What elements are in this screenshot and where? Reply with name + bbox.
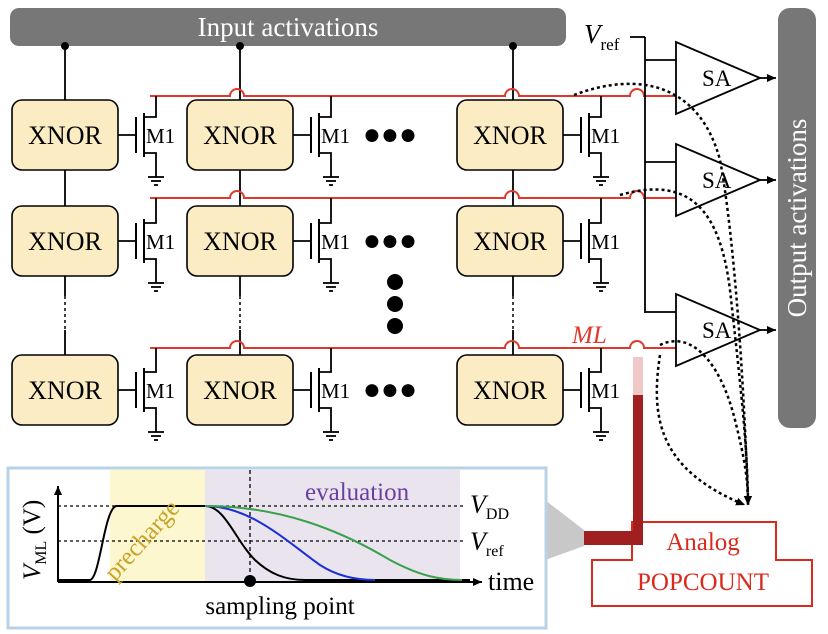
- vdd-label: VDD: [470, 490, 509, 523]
- sense-amplifier: SA: [645, 142, 776, 218]
- column-ellipsis: ●●●: [363, 118, 417, 151]
- cam-cell: XNOR M1: [186, 348, 350, 441]
- waveform-inset: precharge evaluation VDD Vref time sampl…: [6, 466, 548, 630]
- xnor-label: XNOR: [28, 227, 102, 256]
- transistor-label: M1: [321, 379, 350, 403]
- transistor-label: M1: [146, 230, 175, 254]
- cam-cell: XNOR M1: [456, 96, 620, 186]
- match-line-label: ML: [571, 322, 607, 349]
- transistor-label: M1: [146, 379, 175, 403]
- xnor-label: XNOR: [473, 227, 547, 256]
- xnor-label: XNOR: [473, 376, 547, 405]
- vref-wave-label: Vref: [470, 527, 504, 560]
- match-line: [150, 340, 676, 349]
- popcount-arrows: [573, 82, 752, 507]
- sampling-point-label: sampling point: [205, 593, 354, 620]
- sa-label: SA: [702, 66, 732, 91]
- sense-amplifier: SA: [645, 40, 776, 116]
- match-line: [150, 190, 676, 199]
- sense-amplifier: SA: [645, 292, 776, 368]
- curve-slow: [204, 505, 463, 581]
- cam-cell: XNOR M1: [11, 198, 175, 292]
- row-ellipsis-dot: [387, 318, 403, 334]
- popcount-line2: POPCOUNT: [637, 569, 769, 596]
- cam-cell: XNOR M1: [11, 348, 175, 441]
- cam-cell: XNOR M1: [456, 348, 620, 441]
- match-line: [150, 88, 676, 97]
- row-ellipsis-dot: [387, 274, 403, 290]
- xnor-label: XNOR: [28, 121, 102, 150]
- transistor-label: M1: [591, 230, 620, 254]
- bit-line-junction: [509, 42, 517, 50]
- output-activations-bar: Output activations: [778, 8, 816, 428]
- transistor-label: M1: [591, 379, 620, 403]
- xnor-label: XNOR: [203, 376, 277, 405]
- cam-cell: XNOR M1: [456, 198, 620, 292]
- precharge-region: [110, 470, 205, 582]
- bit-line-junction: [236, 42, 244, 50]
- bit-line-junction: [61, 42, 69, 50]
- cam-cell: XNOR M1: [186, 96, 350, 186]
- row-ellipsis-dot: [387, 296, 403, 312]
- xnor-label: XNOR: [473, 121, 547, 150]
- time-label: time: [488, 567, 534, 596]
- popcount-line1: Analog: [666, 529, 740, 556]
- sampling-point-dot: [244, 575, 256, 587]
- sa-label: SA: [702, 318, 732, 343]
- cam-cell: XNOR M1: [186, 198, 350, 292]
- curve-fast: [58, 505, 470, 581]
- evaluation-label: evaluation: [305, 479, 410, 506]
- output-activations-label: Output activations: [782, 119, 812, 318]
- xnor-label: XNOR: [203, 121, 277, 150]
- ml-callout: [545, 357, 643, 560]
- y-axis-label: VML (V): [19, 500, 50, 580]
- transistor-label: M1: [321, 124, 350, 148]
- evaluation-region: [205, 470, 460, 582]
- vref-label: Vref: [584, 19, 620, 54]
- transistor-label: M1: [146, 124, 175, 148]
- xnor-label: XNOR: [203, 227, 277, 256]
- xnor-label: XNOR: [28, 376, 102, 405]
- analog-popcount-box: Analog POPCOUNT: [591, 521, 813, 607]
- transistor-label: M1: [591, 124, 620, 148]
- column-ellipsis: ●●●: [363, 224, 417, 257]
- column-ellipsis: ●●●: [363, 373, 417, 406]
- transistor-label: M1: [321, 230, 350, 254]
- input-activations-label: Input activations: [198, 12, 379, 42]
- input-activations-bar: Input activations: [10, 8, 566, 46]
- cam-cell: XNOR M1: [11, 96, 175, 186]
- sa-label: SA: [702, 168, 732, 193]
- curve-medium: [204, 505, 376, 581]
